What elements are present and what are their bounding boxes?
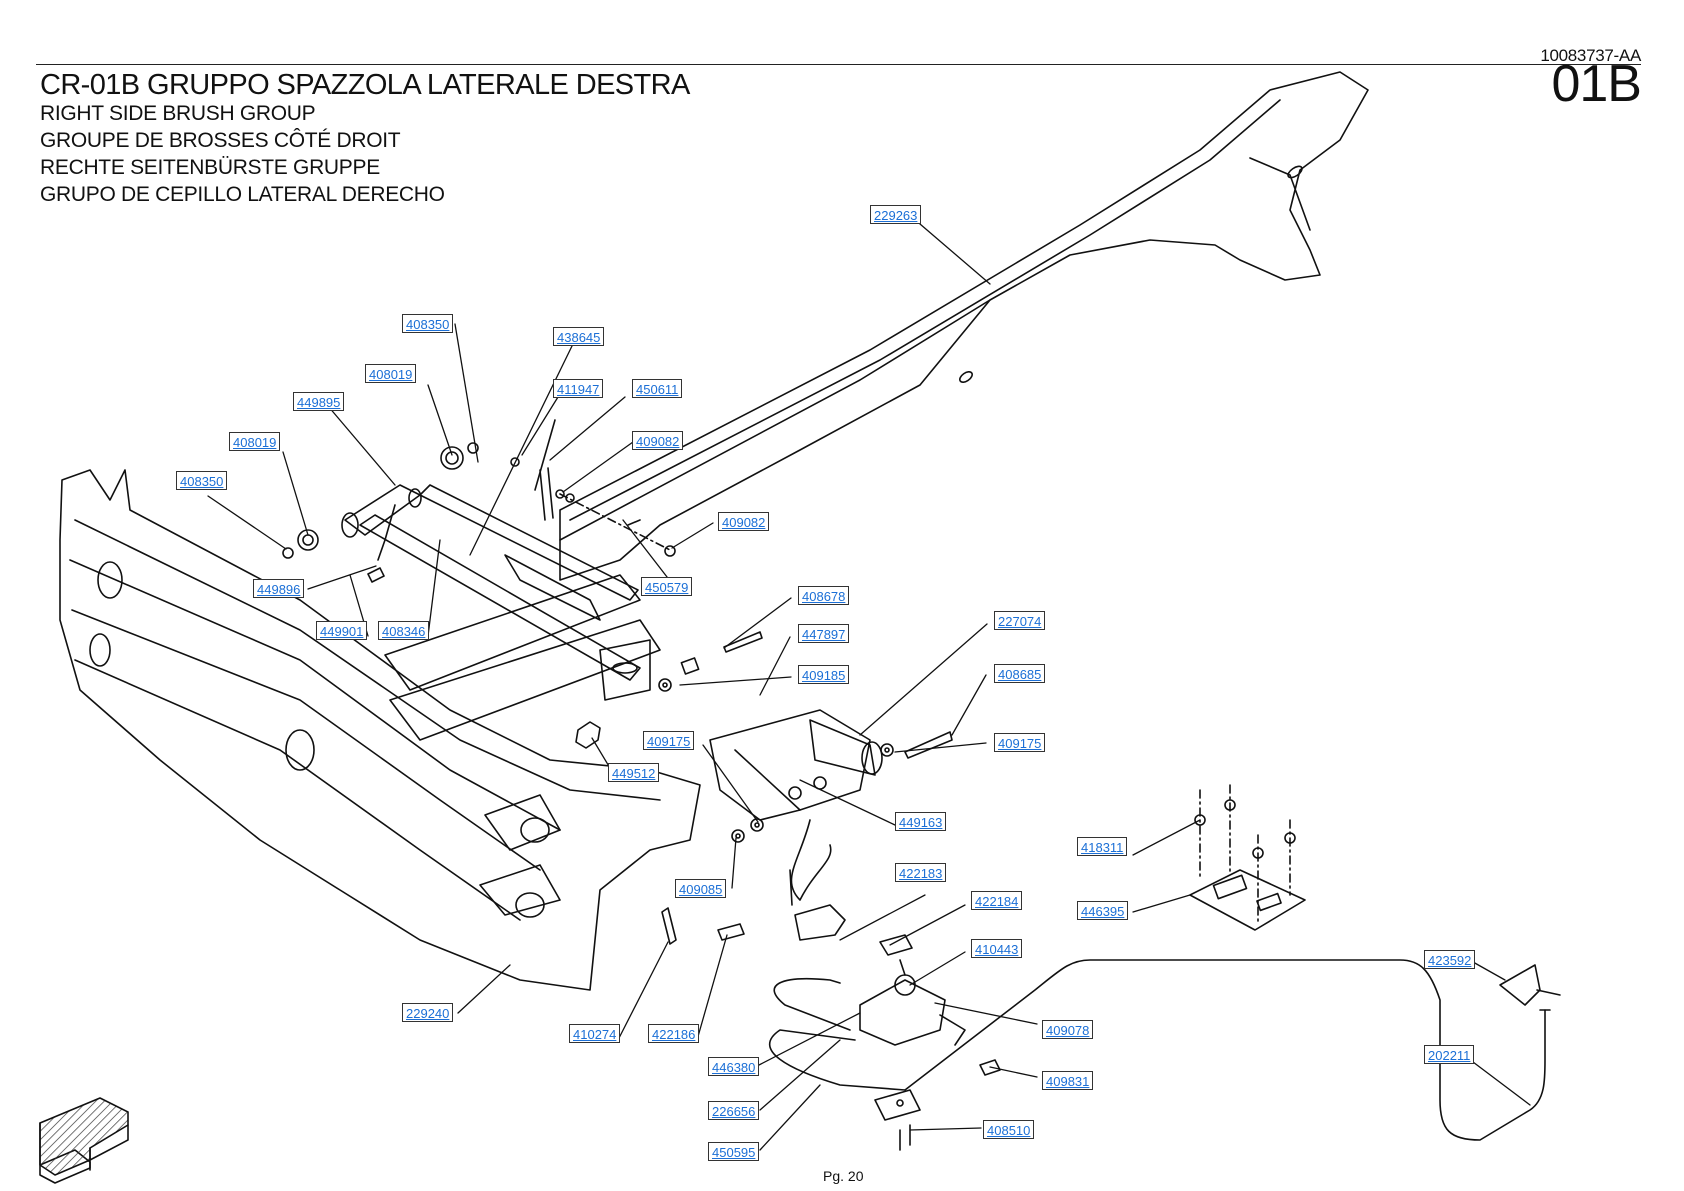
part-callout-423592[interactable]: 423592 [1424, 950, 1476, 969]
page-title: CR-01B GRUPPO SPAZZOLA LATERALE DESTRA [40, 69, 690, 101]
side-fender-part [559, 71, 1369, 581]
part-callout-408678[interactable]: 408678 [798, 586, 850, 605]
part-callout-411947[interactable]: 411947 [553, 379, 604, 398]
part-callout-449901[interactable]: 449901 [316, 621, 368, 640]
part-callout-409082[interactable]: 409082 [718, 512, 770, 531]
part-callout-418311[interactable]: 418311 [1077, 837, 1128, 856]
part-callout-409082[interactable]: 409082 [632, 431, 684, 450]
valve-part [768, 974, 1001, 1151]
actuator-part [709, 709, 883, 906]
part-callout-408350[interactable]: 408350 [176, 471, 228, 490]
part-callout-409831[interactable]: 409831 [1042, 1071, 1094, 1090]
part-callout-438645[interactable]: 438645 [553, 327, 605, 346]
orientation-arrow-icon [39, 1097, 129, 1184]
part-callout-409175[interactable]: 409175 [643, 731, 695, 750]
part-callout-422183[interactable]: 422183 [895, 863, 947, 882]
title-block: CR-01B GRUPPO SPAZZOLA LATERALE DESTRA R… [40, 70, 690, 208]
part-callout-408346[interactable]: 408346 [378, 621, 430, 640]
front-bumper-part [59, 469, 701, 991]
part-callout-409078[interactable]: 409078 [1042, 1020, 1094, 1039]
part-callout-408685[interactable]: 408685 [994, 664, 1046, 683]
cross-bar-part [384, 574, 661, 741]
page-number: Pg. 20 [823, 1168, 864, 1184]
subtitle-de: RECHTE SEITENBÜRSTE GRUPPE [40, 156, 380, 179]
subtitle-fr: GROUPE DE BROSSES CÔTÉ DROIT [40, 129, 401, 152]
part-callout-449896[interactable]: 449896 [253, 579, 305, 598]
part-callout-227074[interactable]: 227074 [994, 611, 1046, 630]
part-callout-446395[interactable]: 446395 [1077, 901, 1129, 920]
hardware-parts [282, 419, 953, 945]
subtitle-es: GRUPO DE CEPILLO LATERAL DERECHO [40, 183, 445, 206]
part-callout-449895[interactable]: 449895 [293, 392, 345, 411]
part-callout-229263[interactable]: 229263 [870, 205, 922, 224]
part-callout-226656[interactable]: 226656 [708, 1101, 760, 1120]
subtitle-en: RIGHT SIDE BRUSH GROUP [40, 102, 316, 125]
part-callout-408510[interactable]: 408510 [983, 1120, 1035, 1139]
hose-part [904, 959, 1551, 1141]
part-callout-408019[interactable]: 408019 [365, 364, 417, 383]
part-callout-450611[interactable]: 450611 [632, 379, 683, 398]
part-callout-446380[interactable]: 446380 [708, 1057, 760, 1076]
document-code: 10083737-AA [1540, 46, 1641, 65]
page-code: 01B [1551, 55, 1642, 113]
part-callout-409085[interactable]: 409085 [675, 879, 727, 898]
part-callout-409185[interactable]: 409185 [798, 665, 850, 684]
part-callout-447897[interactable]: 447897 [798, 624, 850, 643]
part-callout-450579[interactable]: 450579 [641, 577, 693, 596]
part-callout-449163[interactable]: 449163 [895, 812, 947, 831]
part-callout-422184[interactable]: 422184 [971, 891, 1023, 910]
part-callout-422186[interactable]: 422186 [648, 1024, 700, 1043]
part-callout-449512[interactable]: 449512 [608, 763, 660, 782]
part-callout-229240[interactable]: 229240 [402, 1003, 454, 1022]
part-callout-450595[interactable]: 450595 [708, 1142, 760, 1161]
part-callout-202211[interactable]: 202211 [1424, 1045, 1475, 1064]
part-callout-408019[interactable]: 408019 [229, 432, 281, 451]
fitting-parts [794, 904, 1561, 1006]
header-rule [36, 64, 1641, 65]
part-callout-410274[interactable]: 410274 [569, 1024, 621, 1043]
control-board-part [1189, 784, 1306, 931]
part-callout-409175[interactable]: 409175 [994, 733, 1046, 752]
pivot-arm-part [341, 484, 641, 681]
part-callout-408350[interactable]: 408350 [402, 314, 454, 333]
part-callout-410443[interactable]: 410443 [971, 939, 1023, 958]
